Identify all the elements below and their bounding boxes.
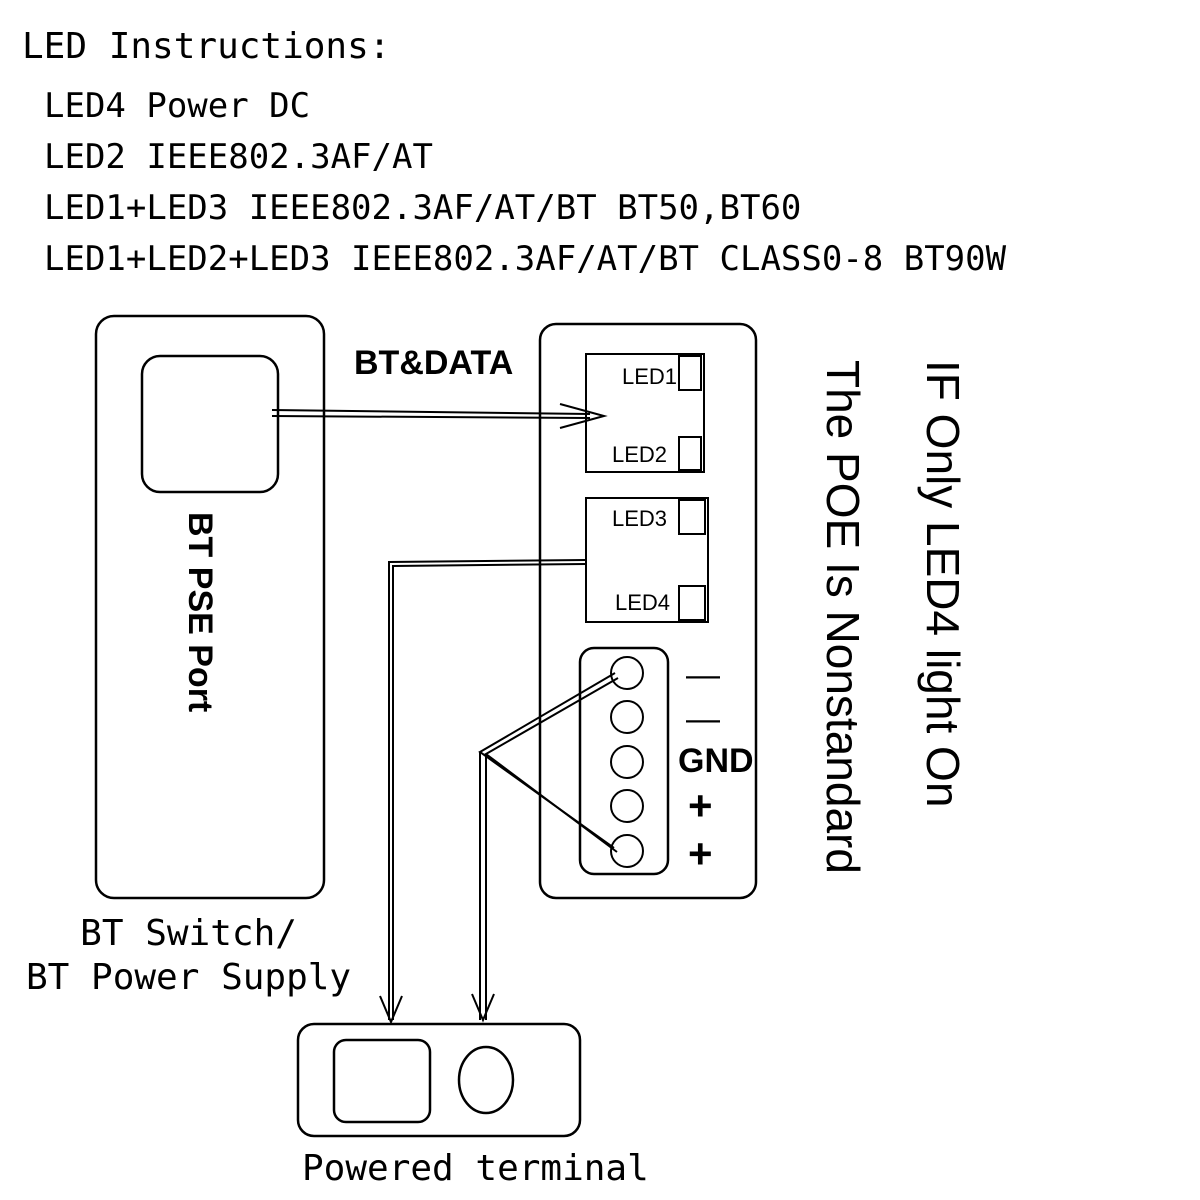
terminal-block xyxy=(578,646,670,876)
bt-switch-label-line-2: BT Power Supply xyxy=(26,957,352,998)
instruction-line-1: LED4 Power DC xyxy=(44,86,311,126)
powered-terminal-jack xyxy=(457,1045,515,1115)
led3-indicator xyxy=(678,499,706,535)
led2-label: LED2 xyxy=(612,442,668,467)
led2-indicator xyxy=(678,436,702,471)
terminal-pin-5 xyxy=(610,834,644,868)
terminal-pin-1 xyxy=(610,656,644,690)
instruction-line-3: LED1+LED3 IEEE802.3AF/AT/BT BT50,BT60 xyxy=(44,188,802,228)
pin1-label: — xyxy=(686,656,720,694)
gnd-label: GND xyxy=(678,742,754,780)
plus-label-2: + xyxy=(688,830,713,877)
note-line-1: IF Only LED4 light On xyxy=(917,360,969,808)
note-line-2: The POE Is Nonstandard xyxy=(817,360,869,874)
bt-data-label: BT&DATA xyxy=(354,344,514,382)
pin2-label: — xyxy=(686,700,720,738)
led4-label: LED4 xyxy=(615,590,671,615)
led1-indicator xyxy=(678,355,702,391)
powered-terminal-label: Powered terminal xyxy=(302,1148,649,1189)
powered-terminal-box xyxy=(296,1022,582,1138)
bt-pse-port-box xyxy=(140,354,280,494)
terminal-pin-3 xyxy=(610,745,644,779)
terminal-pin-4 xyxy=(610,789,644,823)
instruction-line-2: LED2 IEEE802.3AF/AT xyxy=(44,137,433,177)
bt-pse-port-label: BT PSE Port xyxy=(181,512,219,713)
bt-switch-label: BT Switch/ BT Power Supply xyxy=(26,912,351,1000)
poe-device-box xyxy=(538,322,758,900)
instructions-heading: LED Instructions: xyxy=(22,26,391,67)
led4-indicator xyxy=(678,585,706,621)
led1-label: LED1 xyxy=(622,364,678,389)
led-to-terminal-wire xyxy=(379,559,587,1025)
powered-terminal-port xyxy=(332,1038,432,1124)
bt-switch-label-line-1: BT Switch/ xyxy=(80,913,297,954)
bt-data-arrow xyxy=(271,403,608,429)
plus-label-1: + xyxy=(688,782,713,829)
led3-label: LED3 xyxy=(612,506,668,531)
terminal-pin-2 xyxy=(610,700,644,734)
bt-switch-box xyxy=(94,314,326,900)
pin-to-jack-wire xyxy=(471,672,619,1023)
instruction-line-4: LED1+LED2+LED3 IEEE802.3AF/AT/BT CLASS0-… xyxy=(44,239,1007,279)
